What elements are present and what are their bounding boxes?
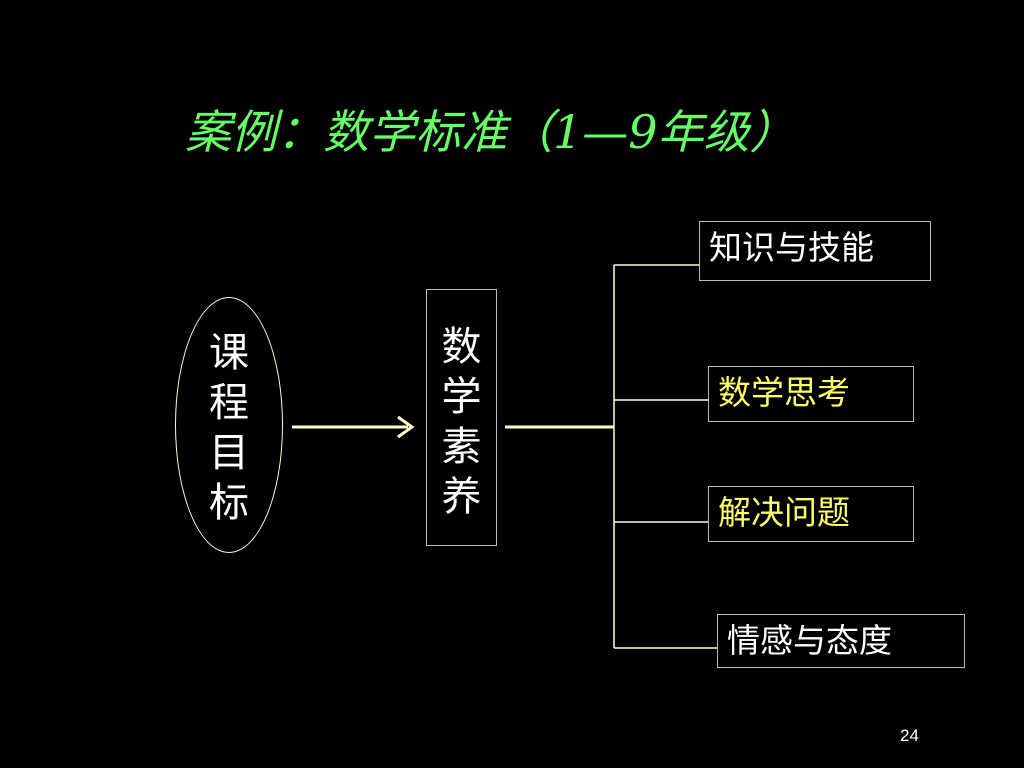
- slide-title: 案例：数学标准（1—9年级）: [185, 105, 796, 159]
- branch-problem-solving: 解决问题: [708, 486, 914, 542]
- branch-knowledge-skills: 知识与技能: [699, 221, 931, 281]
- core-label: 数 学 素 养: [441, 324, 482, 520]
- page-number: 24: [900, 726, 919, 745]
- goal-ellipse: [175, 297, 283, 553]
- goal-label: 课 程 目 标: [209, 330, 249, 526]
- goal-to-core-arrowhead: [397, 415, 415, 439]
- core-box: [426, 289, 497, 546]
- branch-emotion-attitude: 情感与态度: [717, 614, 965, 668]
- branch-math-thinking: 数学思考: [708, 366, 914, 422]
